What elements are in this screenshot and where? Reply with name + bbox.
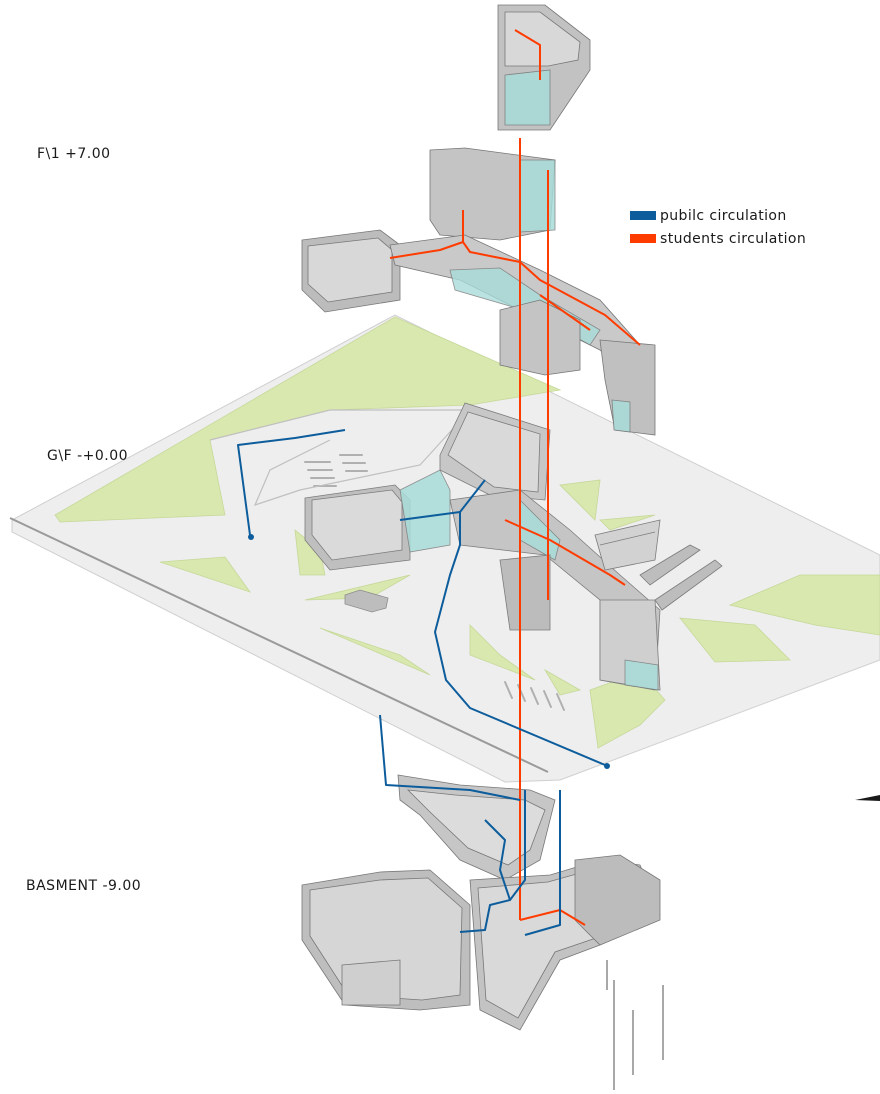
public-path-bs-riser-2 bbox=[524, 790, 561, 936]
level-label-ground-floor: G\F -+0.00 bbox=[47, 448, 129, 464]
legend-item-students: students circulation bbox=[630, 227, 806, 250]
legend-label-public: pubilc circulation bbox=[660, 207, 787, 224]
green-area-center-west bbox=[304, 574, 411, 601]
level-label-basement: BASMENT -9.00 bbox=[26, 878, 142, 894]
students-path-f1 bbox=[389, 241, 641, 346]
bs-strip-west bbox=[341, 959, 401, 1006]
green-area-wedge-2 bbox=[599, 514, 656, 531]
public-path-entry-north bbox=[237, 429, 346, 536]
f1-wing-east-glass bbox=[611, 399, 631, 433]
basement-building bbox=[301, 774, 664, 1090]
parking-stripes bbox=[304, 454, 565, 711]
gf-block-west-roof bbox=[311, 489, 403, 561]
legend: pubilc circulation students circulation bbox=[630, 204, 806, 250]
public-path-bs-riser-1 bbox=[459, 790, 526, 933]
green-area-mid bbox=[543, 668, 582, 696]
public-path-start-node-1 bbox=[248, 534, 254, 540]
gf-wing-tail-glass bbox=[624, 659, 659, 691]
public-path-main bbox=[399, 511, 606, 766]
gf-glass-link bbox=[399, 469, 451, 553]
road-edge bbox=[9, 517, 549, 773]
gf-block-north-roof bbox=[447, 411, 541, 493]
green-area-south bbox=[319, 627, 431, 676]
f1-block-west-roof bbox=[307, 237, 393, 303]
first-floor-building bbox=[301, 4, 656, 436]
green-area-west bbox=[159, 556, 252, 593]
legend-swatch-students bbox=[630, 234, 656, 243]
green-area-wedge-1 bbox=[559, 479, 601, 521]
green-area-east bbox=[728, 574, 880, 636]
green-area-south-center bbox=[469, 624, 536, 681]
students-path-top bbox=[514, 29, 541, 80]
site-kiosk bbox=[344, 589, 389, 613]
gf-wing-south bbox=[499, 554, 551, 631]
gf-steps-lines bbox=[599, 531, 656, 546]
f1-block-top-roof bbox=[504, 11, 581, 67]
public-path-bs-branch bbox=[484, 819, 511, 901]
ground-floor-building bbox=[304, 402, 723, 691]
gf-steps bbox=[594, 519, 661, 571]
legend-swatch-public bbox=[630, 211, 656, 220]
bs-block-east bbox=[574, 854, 661, 946]
public-path-gf-branch bbox=[459, 479, 486, 513]
students-path-f1-center bbox=[539, 294, 591, 331]
ground-floor-site bbox=[9, 314, 880, 783]
public-path-down bbox=[379, 714, 521, 801]
bs-columns bbox=[606, 960, 664, 1090]
f1-block-north-glass bbox=[519, 159, 556, 233]
gf-bench-1 bbox=[639, 544, 701, 586]
site-path-outline bbox=[209, 409, 472, 506]
gf-bench-2 bbox=[654, 559, 723, 611]
legend-label-students: students circulation bbox=[660, 230, 807, 247]
edge-mark bbox=[855, 795, 880, 801]
students-path-gf bbox=[504, 519, 626, 586]
landscape-green-areas bbox=[54, 316, 880, 749]
public-circulation-paths bbox=[237, 429, 610, 936]
public-path-start-node-2 bbox=[604, 763, 610, 769]
level-label-first-floor: F\1 +7.00 bbox=[37, 146, 111, 162]
legend-item-public: pubilc circulation bbox=[630, 204, 806, 227]
bs-ramp-roof bbox=[406, 789, 546, 866]
green-area-east-small bbox=[679, 617, 791, 663]
f1-block-top-glass bbox=[504, 69, 551, 126]
